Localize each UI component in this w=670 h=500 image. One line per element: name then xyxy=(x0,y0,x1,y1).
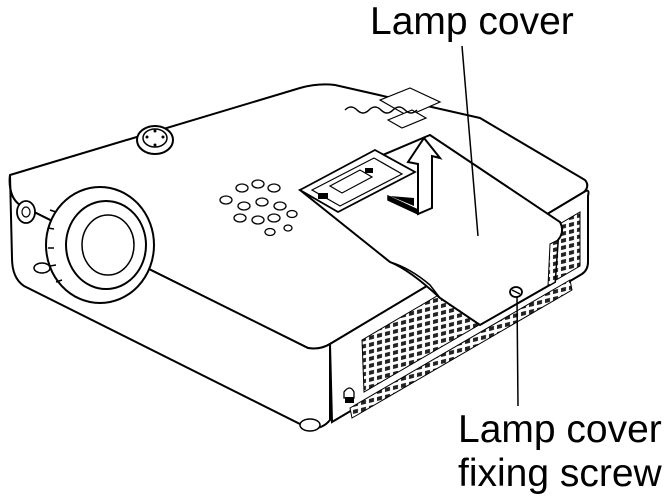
lamp-opening-connector xyxy=(328,169,374,194)
lamp-opening-tab-1 xyxy=(318,193,328,199)
lamp-cover-leader-line xyxy=(461,45,479,237)
lamp-cover-edge xyxy=(389,261,441,299)
top-label-plate-2 xyxy=(386,109,428,129)
control-buttons xyxy=(219,179,298,237)
ir-sensor xyxy=(16,200,36,224)
lamp-opening-inner xyxy=(310,157,404,207)
lamp-opening-tab-2 xyxy=(365,168,373,173)
projector-front-face xyxy=(8,174,331,430)
screw-leader-line xyxy=(516,296,519,407)
front-foot-left xyxy=(33,262,51,274)
lamp-cover-label: Lamp cover xyxy=(370,0,574,43)
lamp-cover-fixing-screw xyxy=(509,286,523,298)
lens-assembly xyxy=(45,186,155,304)
fixing-screw-label: Lamp cover fixing screw xyxy=(458,408,662,496)
top-label-plate-1 xyxy=(378,87,442,117)
fixing-screw-label-line-2: fixing screw xyxy=(458,452,662,495)
lamp-cover-side xyxy=(547,239,559,287)
focus-dial-icon xyxy=(136,125,174,155)
up-arrow-icon xyxy=(387,136,443,216)
top-wavy-slot xyxy=(344,106,418,114)
kensington-lock-icon xyxy=(343,387,355,403)
front-foot-right xyxy=(299,418,321,432)
fixing-screw-label-line-1: Lamp cover xyxy=(458,408,662,451)
